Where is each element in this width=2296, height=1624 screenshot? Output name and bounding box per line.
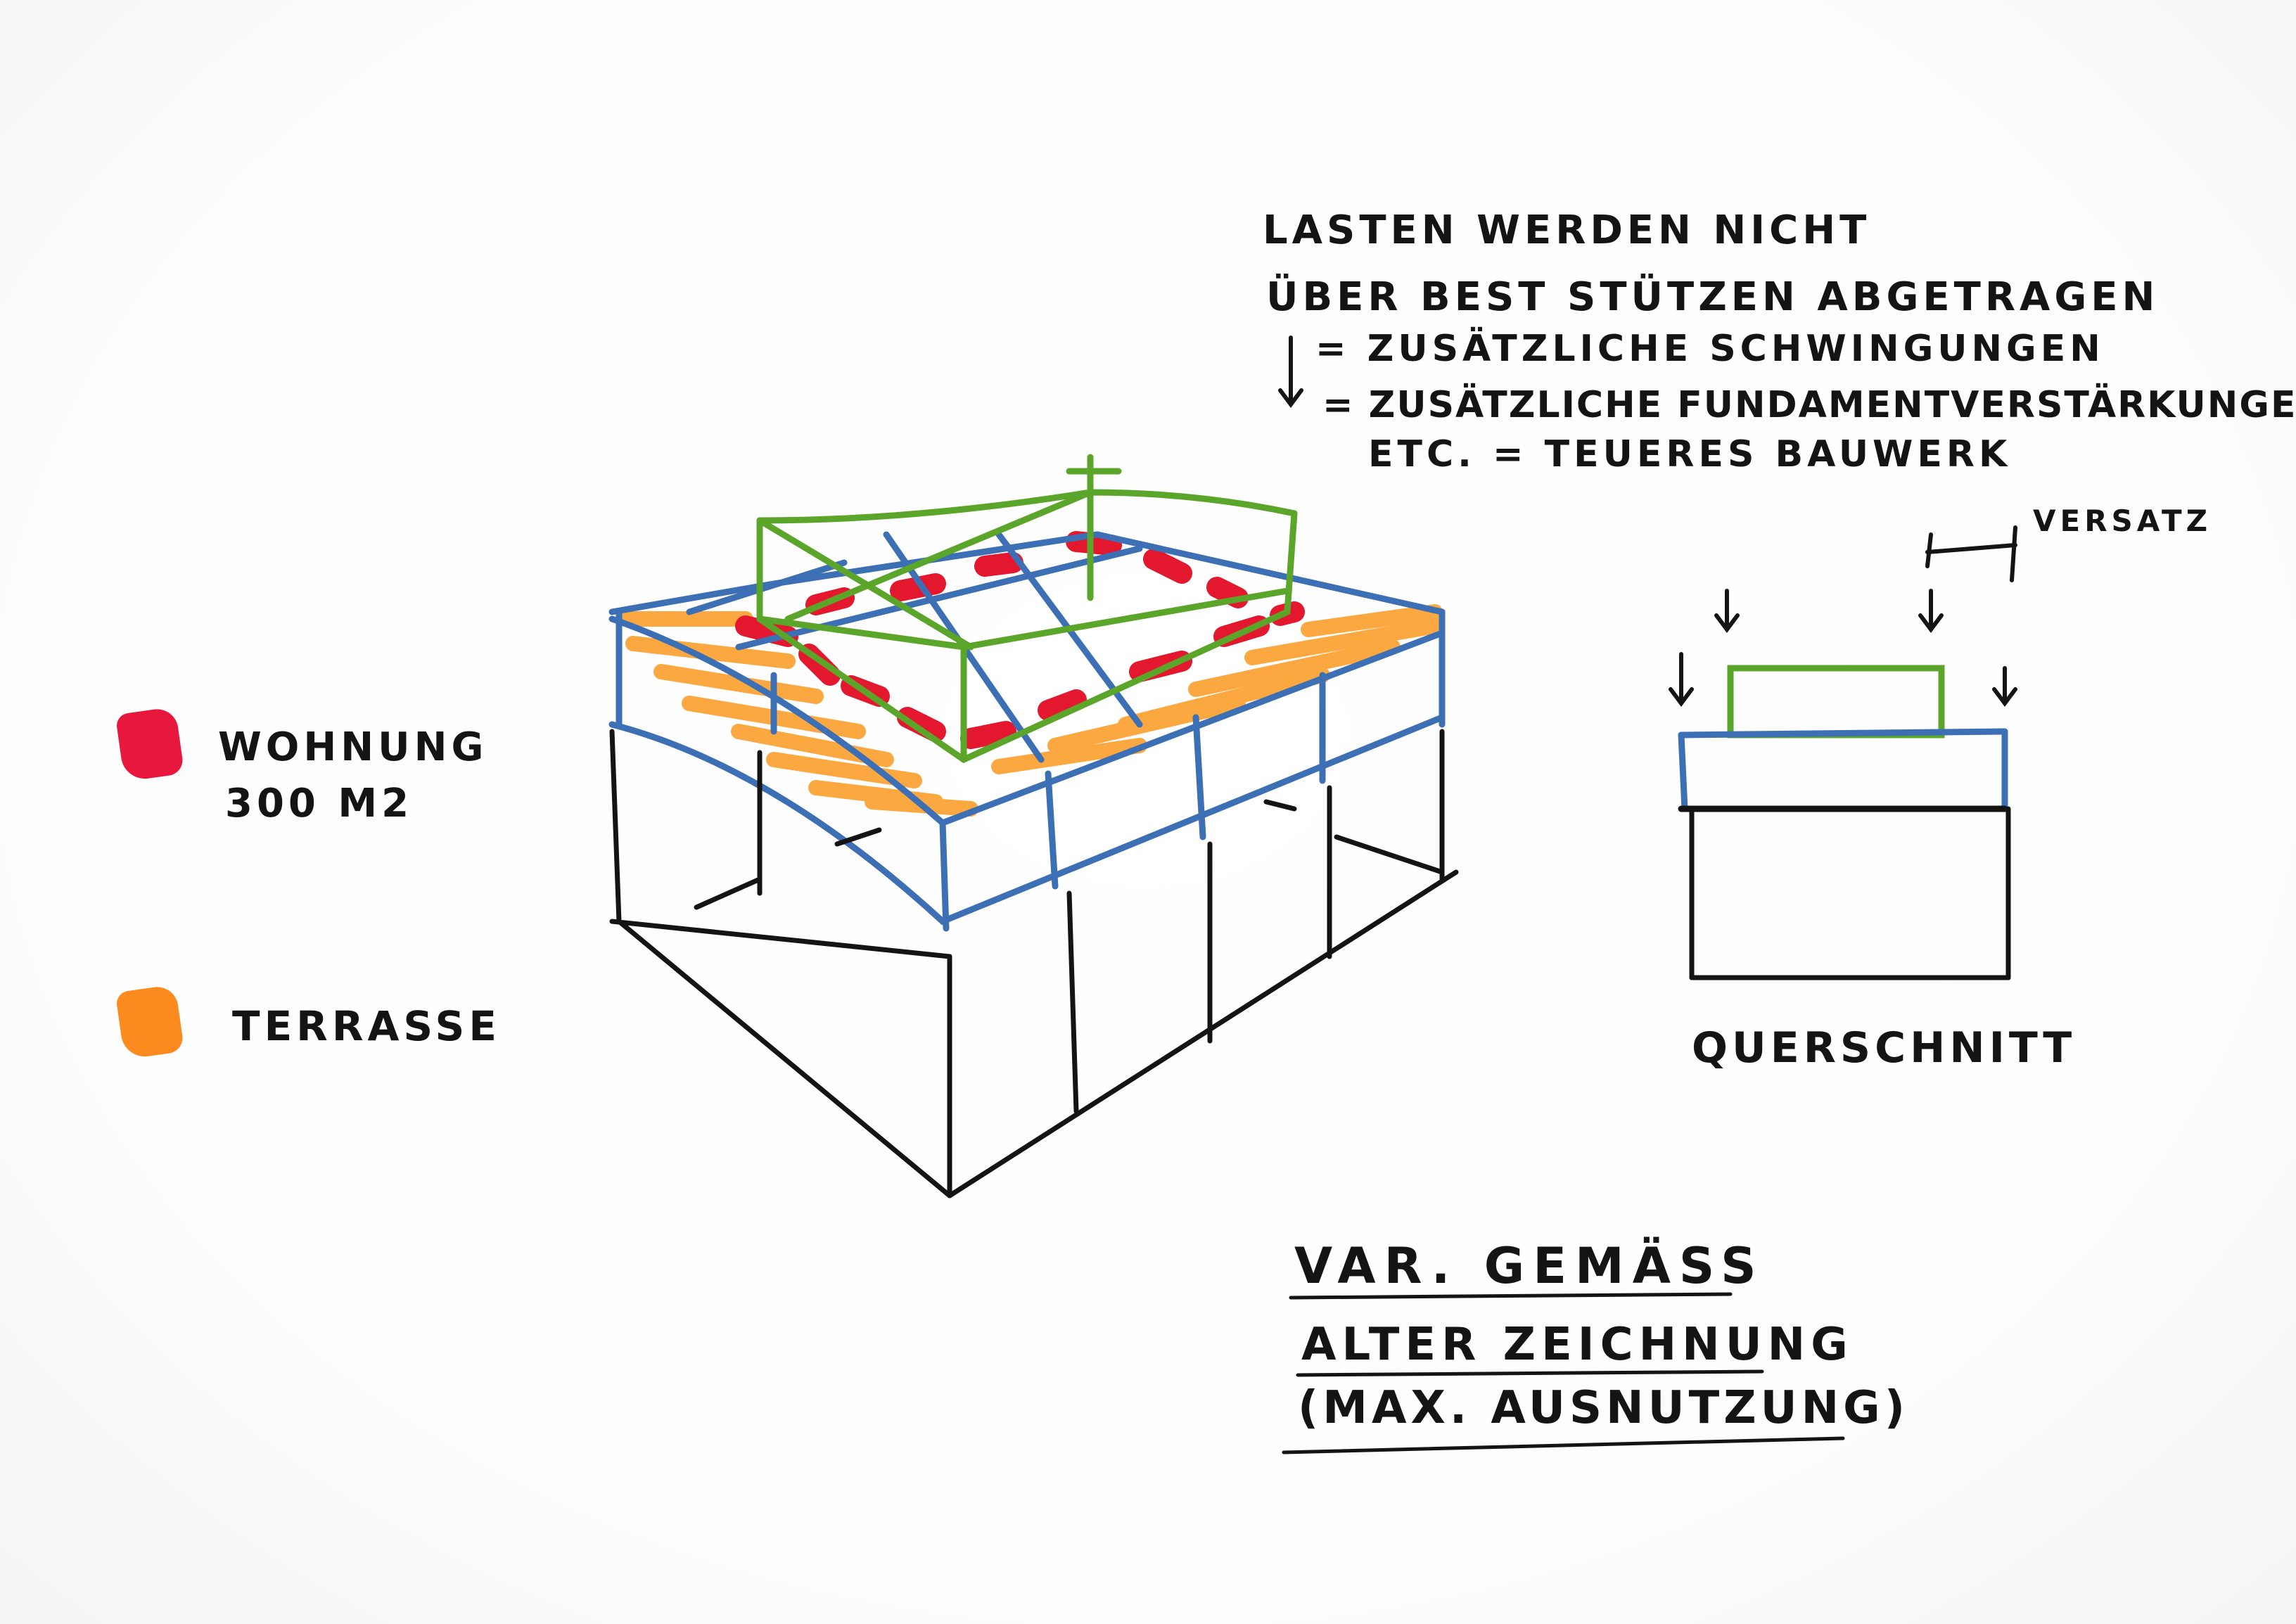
terrace-label: TERRASSE — [232, 1006, 501, 1047]
caption-line-1: VAR. GEMÄSS — [1294, 1241, 1765, 1291]
section-title: QUERSCHNITT — [1692, 1027, 2076, 1069]
caption-line-3: (MAX. AUSNUTZUNG) — [1298, 1386, 1909, 1431]
offset-label: VERSATZ — [2033, 506, 2212, 536]
caption-line-2: ALTER ZEICHNUNG — [1301, 1322, 1854, 1367]
note-line-5: ETC. = TEUERES BAUWERK — [1368, 436, 2011, 473]
apartment-area: 300 M2 — [225, 784, 413, 824]
notes-arrow — [1280, 338, 1301, 404]
note-line-2: ÜBER BEST STÜTZEN ABGETRAGEN — [1266, 278, 2159, 317]
note-line-1: LASTEN WERDEN NICHT — [1263, 211, 1870, 250]
base-volume — [612, 731, 1456, 1196]
note-line-4: = ZUSÄTZLICHE FUNDAMENTVERSTÄRKUNGEN, — [1322, 387, 2296, 423]
note-line-3: = ZUSÄTZLICHE SCHWINGUNGEN — [1315, 331, 2105, 367]
cross-section — [1671, 528, 2015, 978]
apartment-label: WOHNUNG — [218, 728, 487, 767]
